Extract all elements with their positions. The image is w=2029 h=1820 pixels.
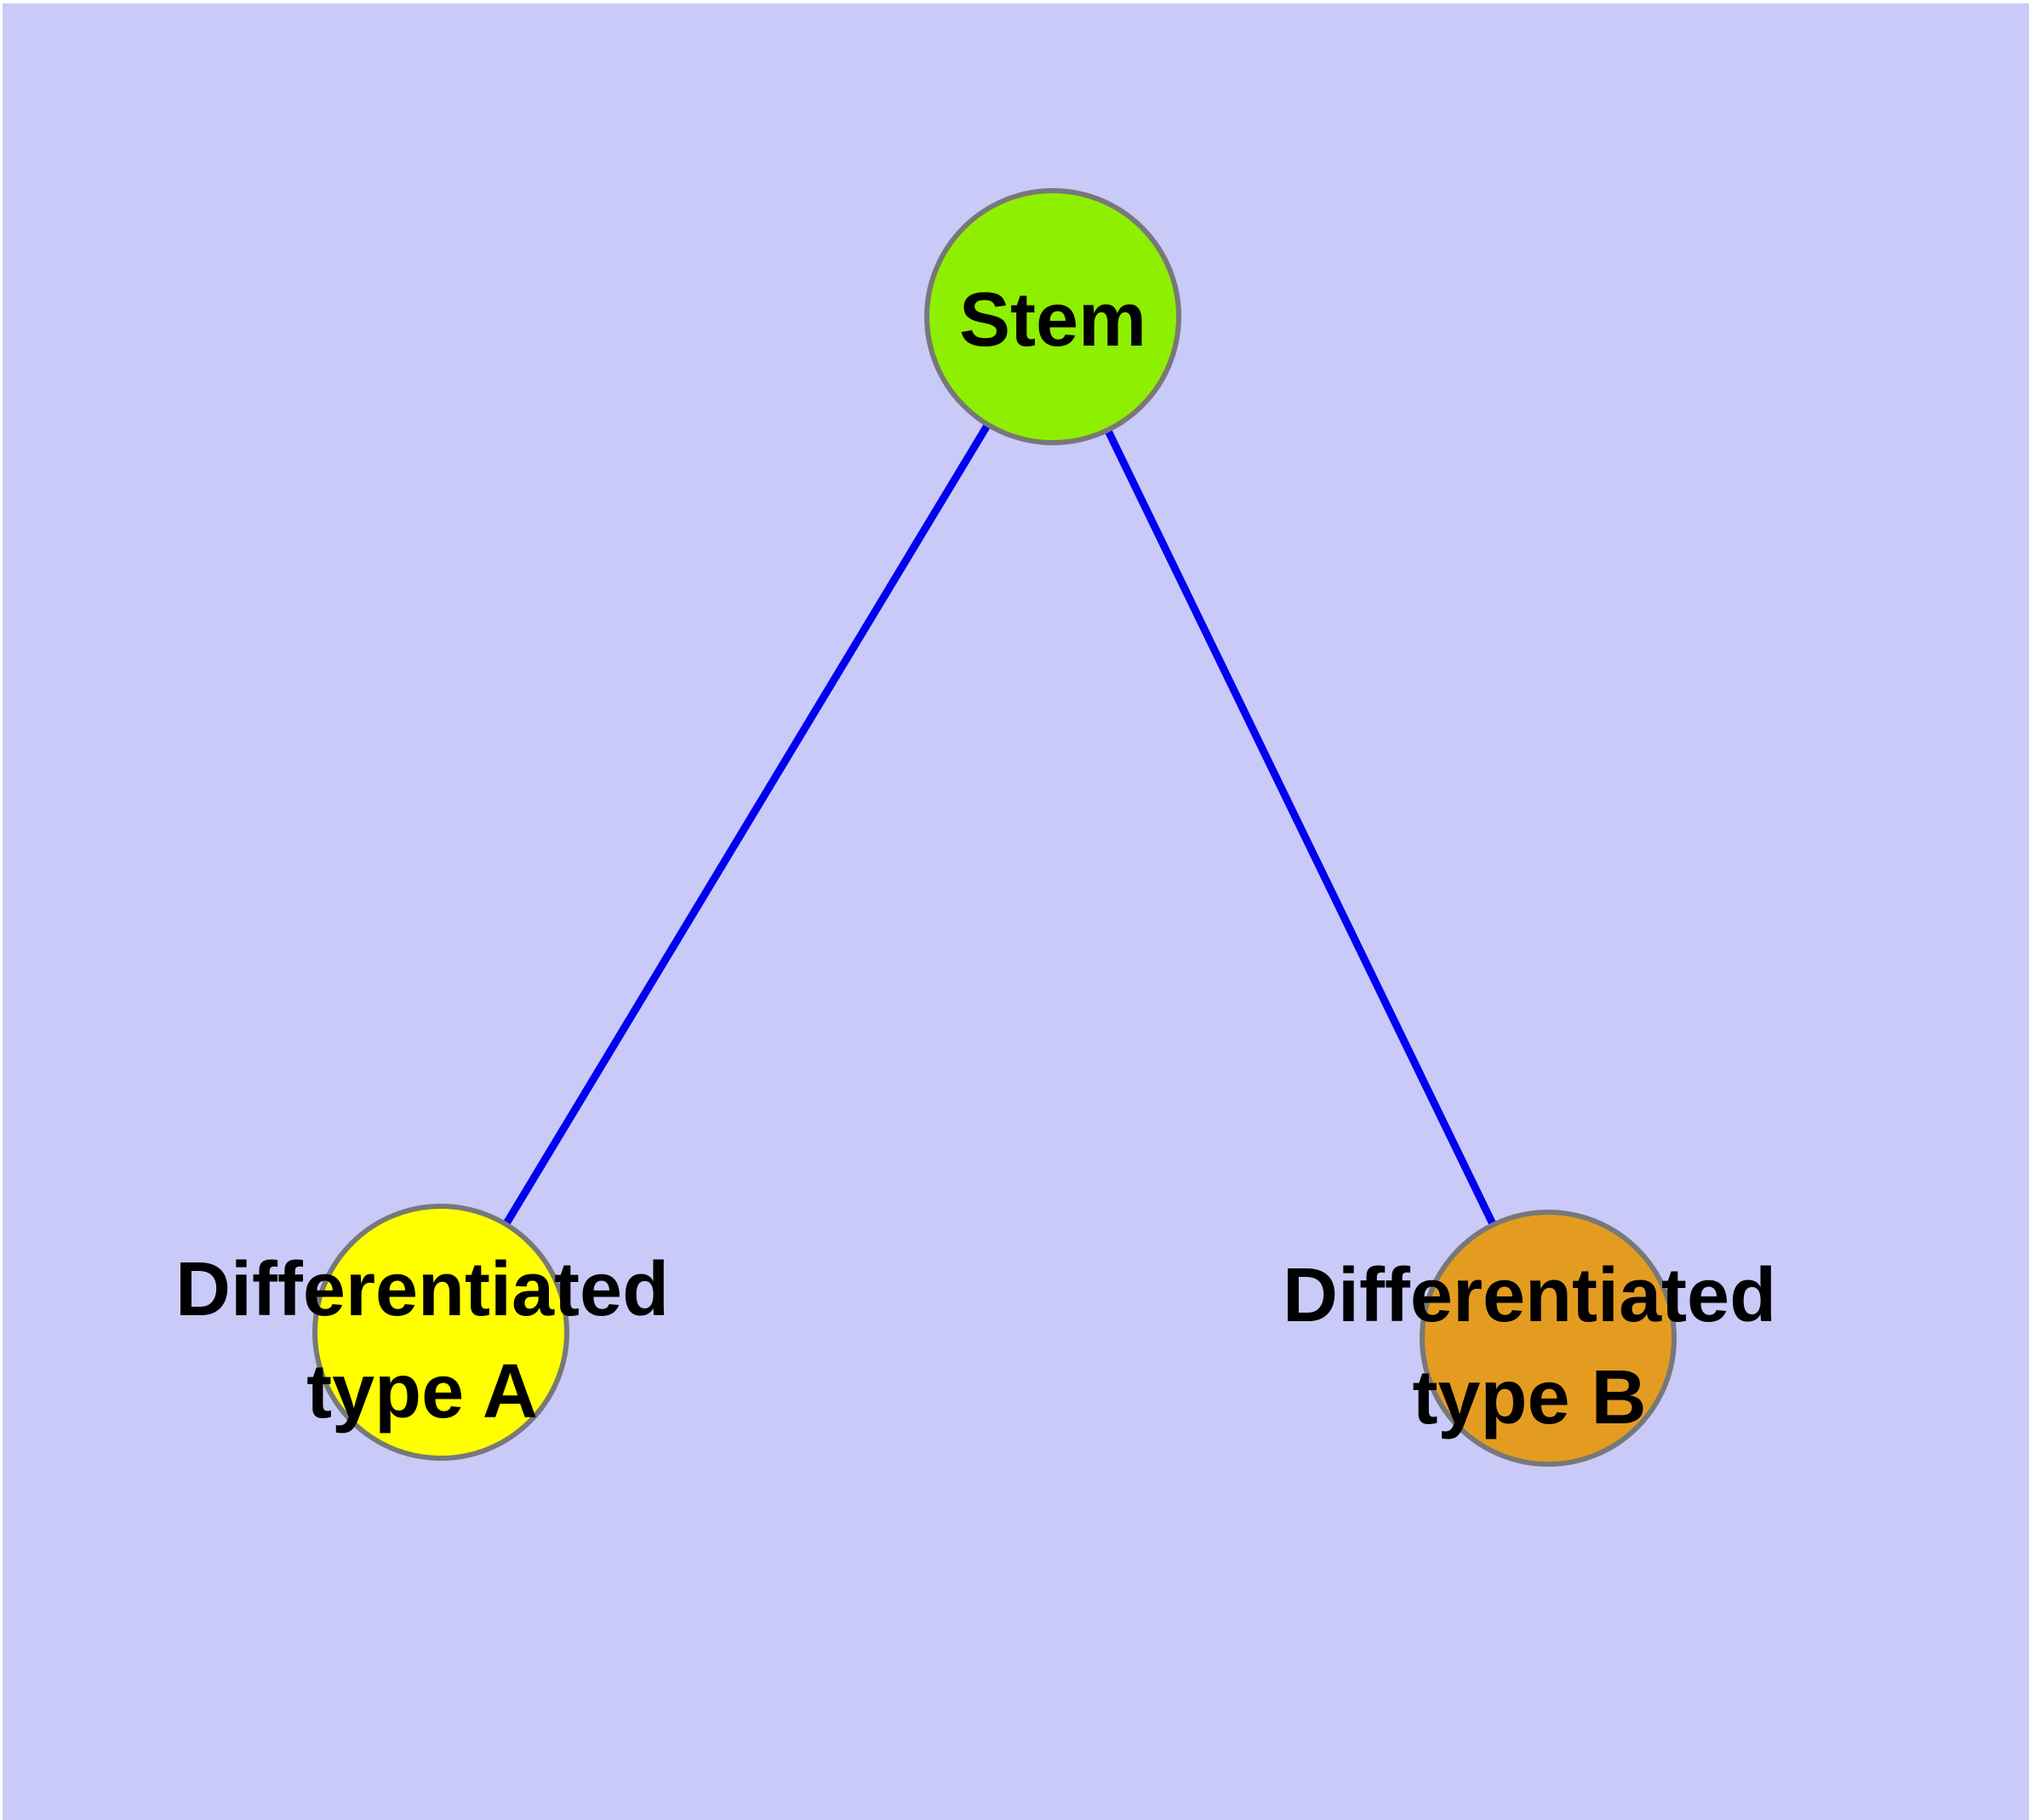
edge-stem-to-type-b <box>1049 315 1552 1340</box>
node-differentiated-type-b <box>1420 1210 1677 1467</box>
node-label-differentiated-type-a: Differentiated type A <box>174 1247 670 1434</box>
node-stem <box>924 188 1181 445</box>
node-label-stem: Stem <box>958 278 1147 363</box>
edge-stem-to-type-a <box>437 314 1056 1335</box>
node-differentiated-type-a <box>312 1204 569 1461</box>
node-label-differentiated-type-b: Differentiated type B <box>1282 1253 1777 1440</box>
